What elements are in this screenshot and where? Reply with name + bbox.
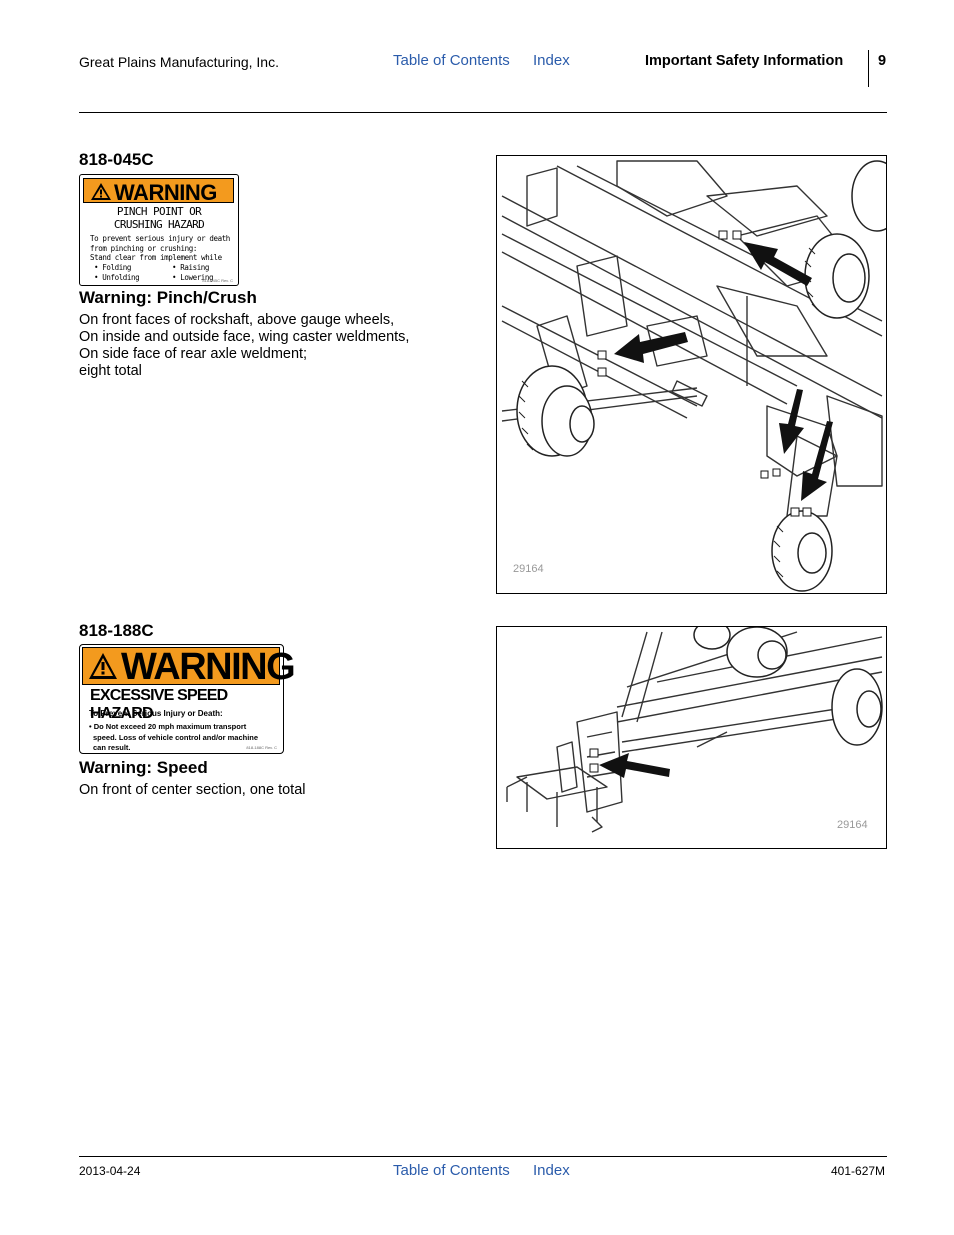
footer-index-link[interactable]: Index	[533, 1162, 570, 1179]
footer-toc-link[interactable]: Table of Contents	[393, 1162, 510, 1179]
decal2-heading: Warning: Speed	[79, 758, 208, 777]
decal1-item: • Raising	[172, 263, 210, 272]
decal1-hazard-line: PINCH POINT OR	[116, 205, 202, 218]
decal2-part-number: 818-188C	[79, 621, 154, 640]
decal2-description: On front of center section, one total	[79, 782, 306, 798]
header-rule	[79, 112, 887, 113]
figure-number: 29164	[513, 563, 544, 575]
company-name: Great Plains Manufacturing, Inc.	[79, 54, 279, 70]
decal1-hazard-text: PINCH POINT OR CRUSHING HAZARD	[80, 205, 238, 231]
decal1-part-number: 818-045C	[79, 150, 154, 169]
decal1-revision: 818-045C Rev. C	[202, 278, 233, 283]
decal1-hazard-line: CRUSHING HAZARD	[113, 218, 205, 231]
header-toc-link[interactable]: Table of Contents	[393, 52, 510, 69]
decal1-items-right: • Raising • Lowering	[172, 263, 214, 282]
header-index-link[interactable]: Index	[533, 52, 570, 69]
decal1-location-figure: 29164	[496, 155, 887, 594]
decal1-signal-band: WARNING	[83, 178, 234, 205]
decal1-instructions: To prevent serious injury or death from …	[90, 234, 230, 263]
warning-triangle-icon	[91, 183, 111, 200]
decal2-subtext: To Prevent Serious Injury or Death:	[89, 709, 223, 718]
decal1-description: On front faces of rockshaft, above gauge…	[79, 312, 409, 380]
decal2-bullet: • Do Not exceed 20 mph maximum transport…	[89, 722, 279, 754]
page-number: 9	[878, 53, 887, 69]
decal1-instruction-line: To prevent serious injury or death	[90, 234, 230, 243]
hitch-illustration	[506, 627, 883, 833]
decal1-items-left: • Folding • Unfolding	[94, 263, 140, 282]
decal1-item: • Lowering	[172, 272, 214, 282]
warning-triangle-icon	[89, 653, 117, 679]
decal1-signal-word: WARNING	[114, 180, 217, 205]
decal1-item: • Folding	[94, 263, 132, 272]
description-line: On inside and outside face, wing caster …	[79, 329, 410, 345]
decal1-instruction-line: Stand clear from implement while	[90, 253, 222, 262]
decal1-instruction-line: from pinching or crushing:	[90, 243, 198, 253]
footer-rule	[79, 1156, 887, 1157]
decal1-heading: Warning: Pinch/Crush	[79, 288, 257, 307]
figure-number: 29164	[837, 819, 868, 831]
implement-illustration	[501, 160, 886, 592]
header-divider	[868, 50, 869, 87]
description-line: On front faces of rockshaft, above gauge…	[79, 312, 395, 328]
decal2-bullet-line: speed. Loss of vehicle control and/or ma…	[93, 732, 259, 742]
decal2-hazard: EXCESSIVE SPEED HAZARD	[90, 687, 228, 722]
decal2-signal-word: WARNING	[121, 646, 296, 688]
pinch-crush-warning-decal: WARNING PINCH POINT OR CRUSHING HAZARD T…	[79, 174, 239, 286]
decal1-item: • Unfolding	[94, 272, 140, 282]
description-line: eight total	[79, 363, 142, 379]
footer-doc-number: 401-627M	[831, 1164, 886, 1178]
decal2-bullet-line: • Do Not exceed 20 mph maximum transport	[89, 722, 247, 731]
decal2-signal-band: WARNING	[82, 646, 296, 688]
decal2-bullet-line: can result.	[93, 743, 131, 752]
decal2-location-figure: 29164	[496, 626, 887, 849]
description-line: On side face of rear axle weldment;	[79, 346, 308, 362]
speed-warning-decal: WARNING EXCESSIVE SPEED HAZARD To Preven…	[79, 644, 296, 754]
decal2-revision: 818-188C Rev. C	[246, 745, 277, 750]
footer-date: 2013-04-24	[79, 1164, 141, 1178]
section-title: Important Safety Information	[645, 53, 844, 69]
